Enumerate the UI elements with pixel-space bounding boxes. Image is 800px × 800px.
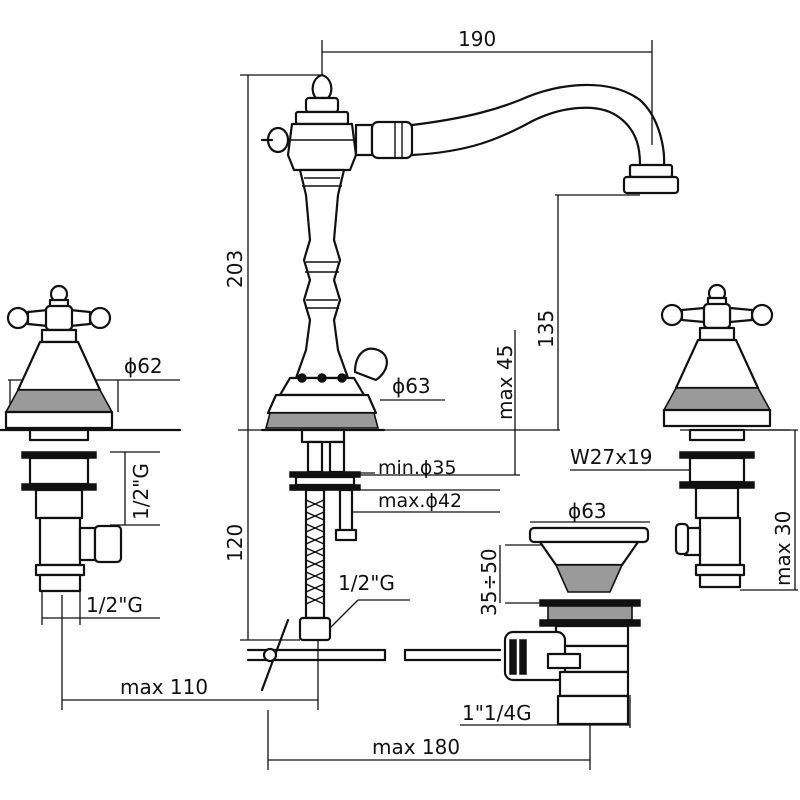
- waste-thread-label: 1"1/4G: [462, 701, 532, 725]
- waste-diameter-label: ϕ63: [568, 499, 607, 523]
- right-thread-label: W27x19: [570, 445, 653, 469]
- spread-min-label: max 110: [120, 675, 208, 699]
- right-thickness-label: max 30: [771, 511, 795, 586]
- base-diameter-label: ϕ63: [392, 374, 431, 398]
- pop-up-waste: [503, 526, 650, 726]
- total-height-label: 203: [223, 250, 247, 288]
- hole-min-label: min.ϕ35: [378, 457, 457, 479]
- hole-max-label: max.ϕ42: [378, 490, 462, 512]
- spout-reach-label: 190: [458, 27, 496, 51]
- left-outlet-thread-label: 1/2"G: [86, 593, 143, 617]
- spread-max-label: max 180: [372, 735, 460, 759]
- spout-body: [246, 73, 680, 692]
- left-thread-label: 1/2"G: [129, 463, 153, 520]
- spout-height-label: 135: [534, 310, 558, 348]
- right-cross-handle: [660, 283, 774, 589]
- hose-connection-label: 1/2"G: [338, 571, 395, 595]
- dimension-labels: 190 203 135 max 45 ϕ63 min.ϕ35 max.ϕ42 1…: [86, 27, 795, 759]
- waste-range-label: 35÷50: [477, 548, 501, 616]
- left-handle-diameter-label: ϕ62: [124, 354, 163, 378]
- deck-thickness-label: max 45: [493, 345, 517, 420]
- tail-length-label: 120: [223, 524, 247, 562]
- left-cross-handle: [0, 284, 182, 593]
